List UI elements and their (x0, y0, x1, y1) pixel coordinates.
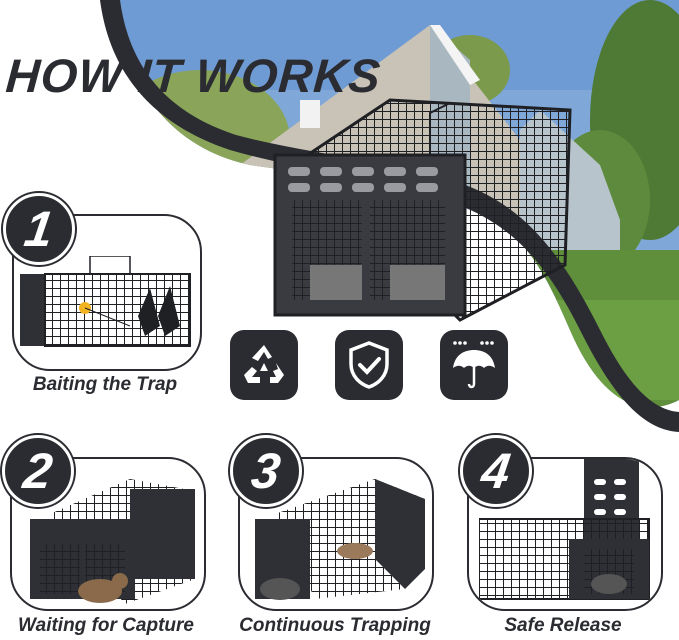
step-3-number-badge: 3 (230, 435, 302, 507)
step-2-card (10, 457, 206, 611)
step-2-label: Waiting for Capture (18, 615, 194, 636)
recycle-badge (230, 330, 298, 400)
trap-baiting-image (20, 256, 191, 347)
trap-waiting-image (30, 479, 195, 604)
waterproof-badge (440, 330, 508, 400)
shield-check-icon (349, 341, 389, 389)
trap-release-image (479, 459, 650, 600)
rain-umbrella-icon (453, 341, 495, 389)
step-1-number-badge: 1 (3, 193, 75, 265)
step-2-number-badge: 2 (2, 435, 74, 507)
durable-badge (335, 330, 403, 400)
step-3-card (238, 457, 434, 611)
trap-trapping-image (255, 479, 425, 600)
page-title: HOW IT WORKS (4, 49, 383, 102)
step-4-label: Safe Release (504, 615, 622, 636)
step-1-label: Baiting the Trap (32, 374, 178, 395)
step-1-card (12, 214, 202, 371)
recycle-icon (244, 345, 284, 383)
step-4-card (467, 457, 663, 611)
hero-trap-image (273, 98, 572, 322)
step-3-label: Continuous Trapping (239, 615, 431, 636)
step-4-number-badge: 4 (460, 435, 532, 507)
